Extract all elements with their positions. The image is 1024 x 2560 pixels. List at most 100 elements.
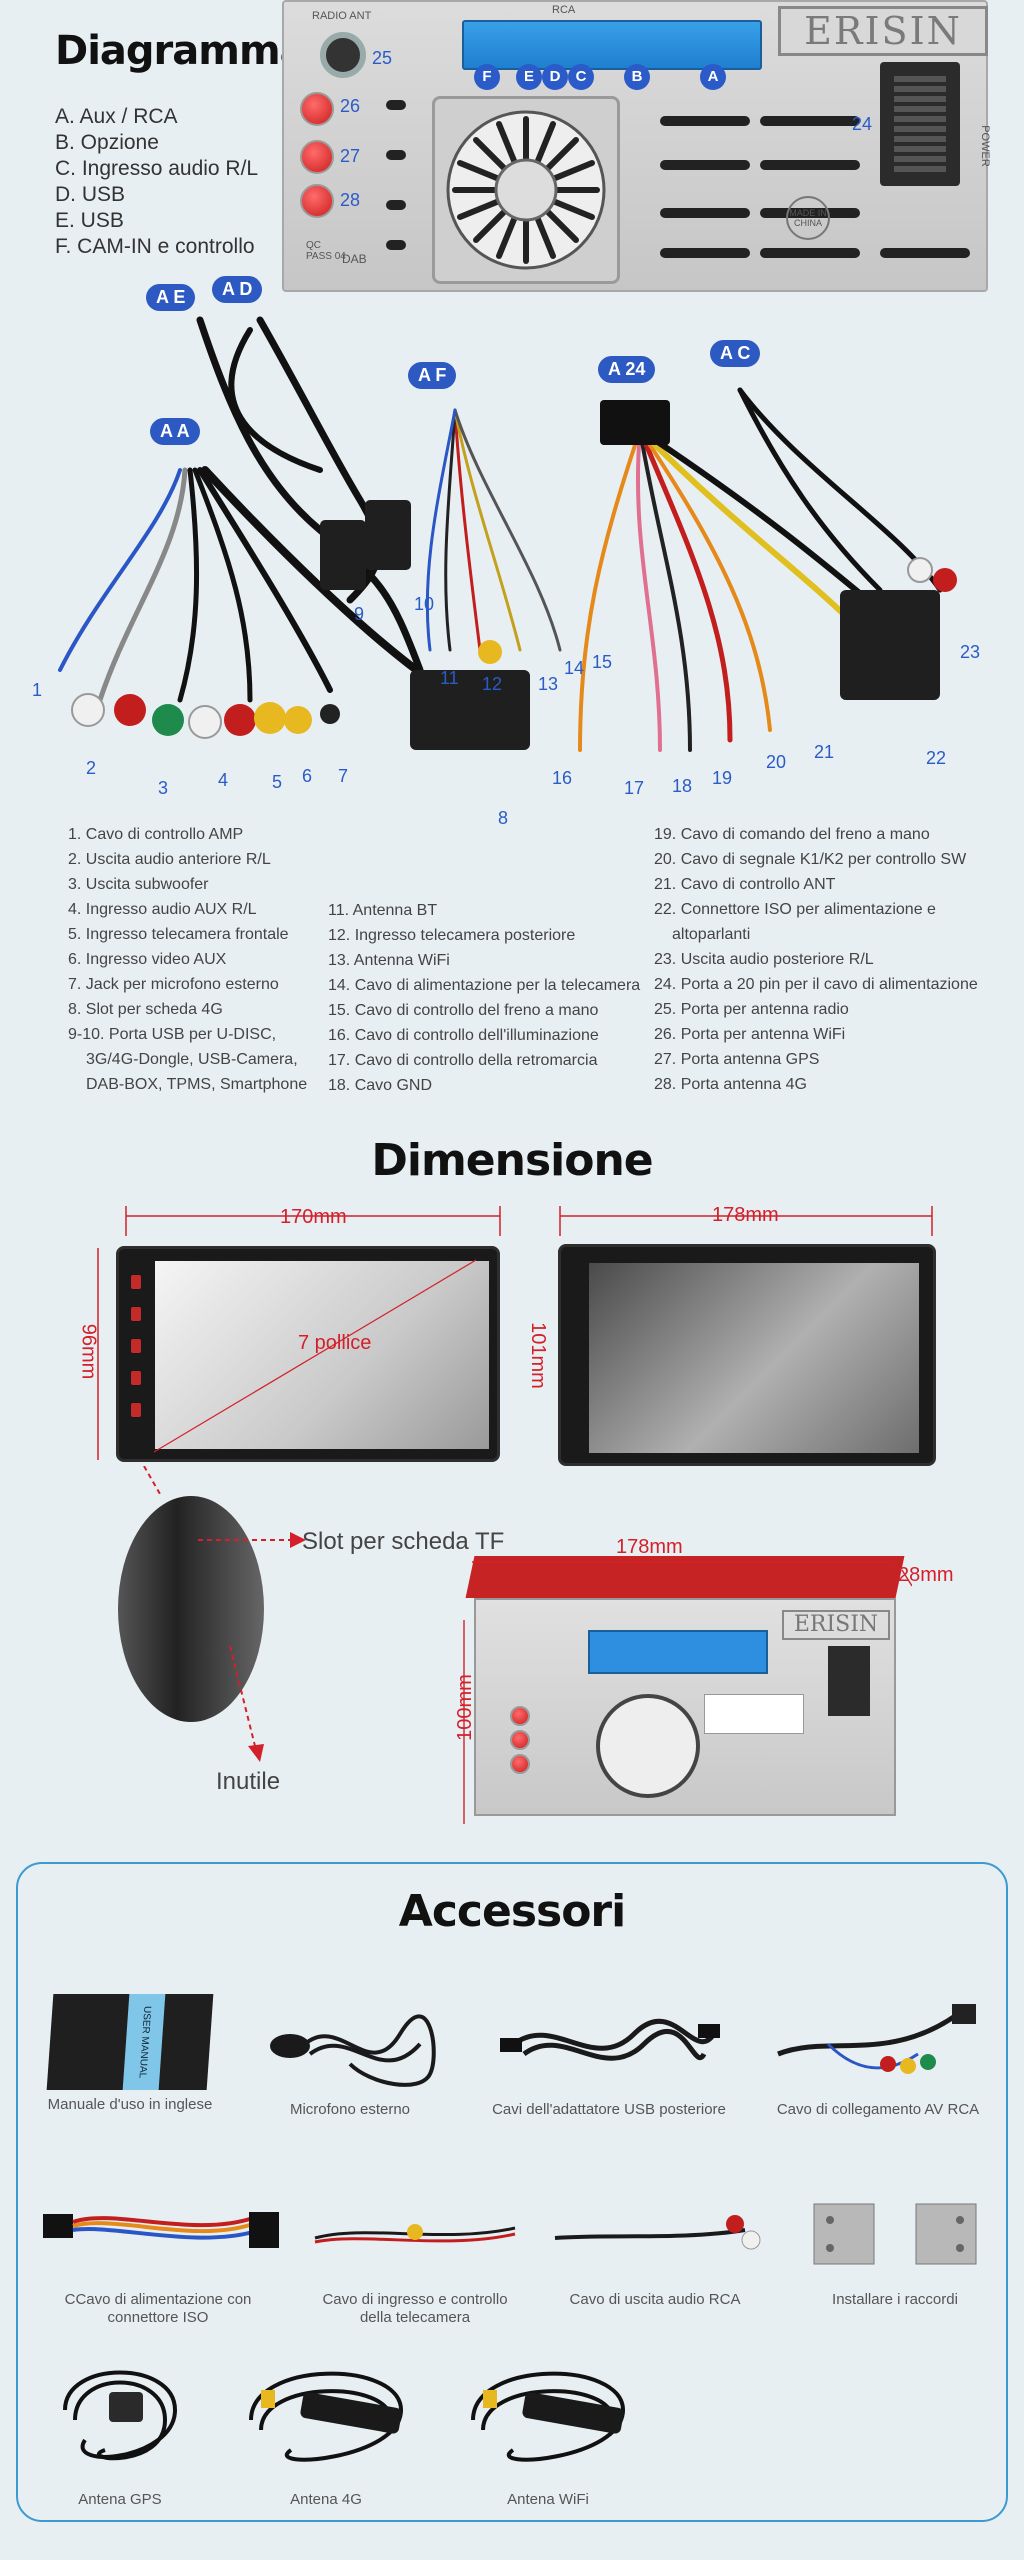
4g-antenna-port	[300, 184, 334, 218]
vent-slot	[660, 208, 750, 218]
vent-slot	[386, 200, 406, 210]
connector-tag: A D	[212, 276, 263, 303]
cable-list-item: 2. Uscita audio anteriore R/L	[68, 851, 271, 868]
gps-antenna-image	[63, 2370, 178, 2461]
vent-slot	[760, 116, 860, 126]
cable-number: 4	[218, 770, 229, 790]
port-number: 24	[852, 114, 873, 134]
width-dimension-line	[559, 1206, 933, 1236]
20-pin-power-port	[880, 62, 960, 186]
connector-legend: A. Aux / RCA B. Opzione C. Ingresso audi…	[55, 104, 258, 260]
accessory-label: Cavo di collegamento AV RCA	[776, 2101, 980, 2118]
cable-list-item: 17. Cavo di controllo della retromarcia	[328, 1052, 598, 1069]
accessory-item: Antena 4G	[226, 2340, 426, 2509]
dab-label: DAB	[342, 252, 367, 266]
cable-list-item: 23. Uscita audio posteriore R/L	[654, 951, 874, 968]
side-button	[131, 1307, 141, 1321]
connector-tag: A 24	[598, 356, 656, 383]
side-button	[131, 1403, 141, 1417]
accessory-label: Microfono esterno	[289, 2101, 411, 2118]
legend-item: E. USB	[55, 209, 124, 232]
manual-cover-text: USER MANUAL	[122, 1994, 166, 2090]
cable-list-item: 9-10. Porta USB per U-DISC,	[68, 1026, 277, 1043]
cable-list-item: 8. Slot per scheda 4G	[68, 1001, 223, 1018]
iso-power-cable-image	[43, 2212, 279, 2248]
cable-number: 3	[158, 778, 169, 798]
legend-item: F. CAM-IN e controllo	[55, 235, 255, 258]
connector-tag: A A	[150, 418, 200, 445]
rca-connector-block	[462, 20, 762, 70]
power-label: POWER	[978, 125, 991, 167]
accessory-item: Microfono esterno	[240, 1994, 460, 2119]
cable-number: 11	[440, 668, 459, 688]
cable-list-item: 3G/4G-Dongle, USB-Camera,	[86, 1051, 298, 1068]
side-button	[131, 1275, 141, 1289]
cable-number: 18	[672, 776, 693, 796]
cable-number: 21	[814, 742, 835, 762]
unit-sticker	[704, 1694, 804, 1734]
unit-red-port	[510, 1754, 530, 1774]
accessory-label: Manuale d'uso in inglese	[47, 2096, 213, 2113]
dimension-title: Dimensione	[371, 1135, 653, 1186]
usb-cables-image	[500, 2018, 720, 2061]
cable-list-item: 18. Cavo GND	[328, 1077, 433, 1094]
gps-antenna-port	[300, 140, 334, 174]
accessory-label: Cavo di ingresso e controllo	[322, 2291, 508, 2308]
accessory-item: Antena GPS	[40, 2340, 200, 2509]
box-width-label: 178mm	[616, 1536, 683, 1558]
cable-number: 23	[960, 642, 981, 662]
cable-list-item: 4. Ingresso audio AUX R/L	[68, 901, 257, 918]
port-number: 27	[340, 146, 361, 166]
side-button	[131, 1339, 141, 1353]
mounting-brackets-image	[813, 2203, 977, 2265]
vent-slot	[880, 248, 970, 258]
connector-tag: A E	[146, 284, 196, 311]
vent-slot	[660, 160, 750, 170]
cooling-fan	[432, 96, 620, 284]
cable-list-item: 14. Cavo di alimentazione per la telecam…	[328, 977, 641, 994]
cable-number: 22	[926, 748, 947, 768]
pin-letter: C	[568, 64, 594, 90]
cable-harness-illustration	[58, 316, 957, 752]
port-number: 25	[372, 48, 393, 68]
diagonal-line	[153, 1259, 477, 1453]
4g-antenna-image	[249, 2371, 404, 2462]
pin-letter: E	[516, 64, 542, 90]
camera-cable-image	[314, 2224, 516, 2244]
unit-power-port	[828, 1646, 870, 1716]
cable-number: 15	[592, 652, 613, 672]
cable-list-item: 11. Antenna BT	[328, 902, 438, 919]
unused-label: Inutile	[216, 1768, 281, 1795]
accessory-item: Antena WiFi	[448, 2340, 648, 2509]
cable-list-item: 5. Ingresso telecamera frontale	[68, 926, 289, 943]
cable-list-col2: 11. Antenna BT 12. Ingresso telecamera p…	[328, 898, 640, 1098]
accessory-label: Installare i raccordi	[832, 2291, 958, 2308]
width-dimension-line	[125, 1206, 501, 1236]
cable-number: 10	[414, 594, 435, 614]
back-screen-unit	[558, 1244, 936, 1466]
cable-number: 14	[564, 658, 585, 678]
vent-slot	[660, 248, 750, 258]
unit-red-port	[510, 1730, 530, 1750]
pin-letter: B	[624, 64, 650, 90]
accessory-label: connettore ISO	[107, 2309, 209, 2326]
av-rca-cable-image	[777, 2004, 976, 2074]
vent-slot	[386, 150, 406, 160]
cable-list-col3: 19. Cavo di comando del freno a mano 20.…	[654, 822, 978, 1097]
cable-list-item: 25. Porta per antenna radio	[654, 1001, 849, 1018]
cable-list-item: 27. Porta antenna GPS	[654, 1051, 820, 1068]
cable-number: 13	[538, 674, 559, 694]
cable-number: 12	[482, 674, 503, 694]
cable-list-item: altoparlanti	[672, 926, 751, 943]
radio-antenna-port	[320, 32, 366, 78]
cable-list-item: 1. Cavo di controllo AMP	[68, 826, 244, 843]
connector-tag: A F	[408, 362, 457, 389]
accessory-item: USER MANUAL Manuale d'uso in inglese	[30, 1994, 230, 2114]
screen-glass	[589, 1263, 919, 1453]
wifi-antenna-port	[300, 92, 334, 126]
cable-number: 2	[86, 758, 97, 778]
height-dimension-line	[97, 1248, 99, 1460]
accessory-label: Cavi dell'adattatore USB posteriore	[492, 2101, 726, 2118]
wifi-antenna-image	[471, 2371, 626, 2462]
accessory-item: Cavo di uscita audio RCA	[540, 2184, 770, 2309]
